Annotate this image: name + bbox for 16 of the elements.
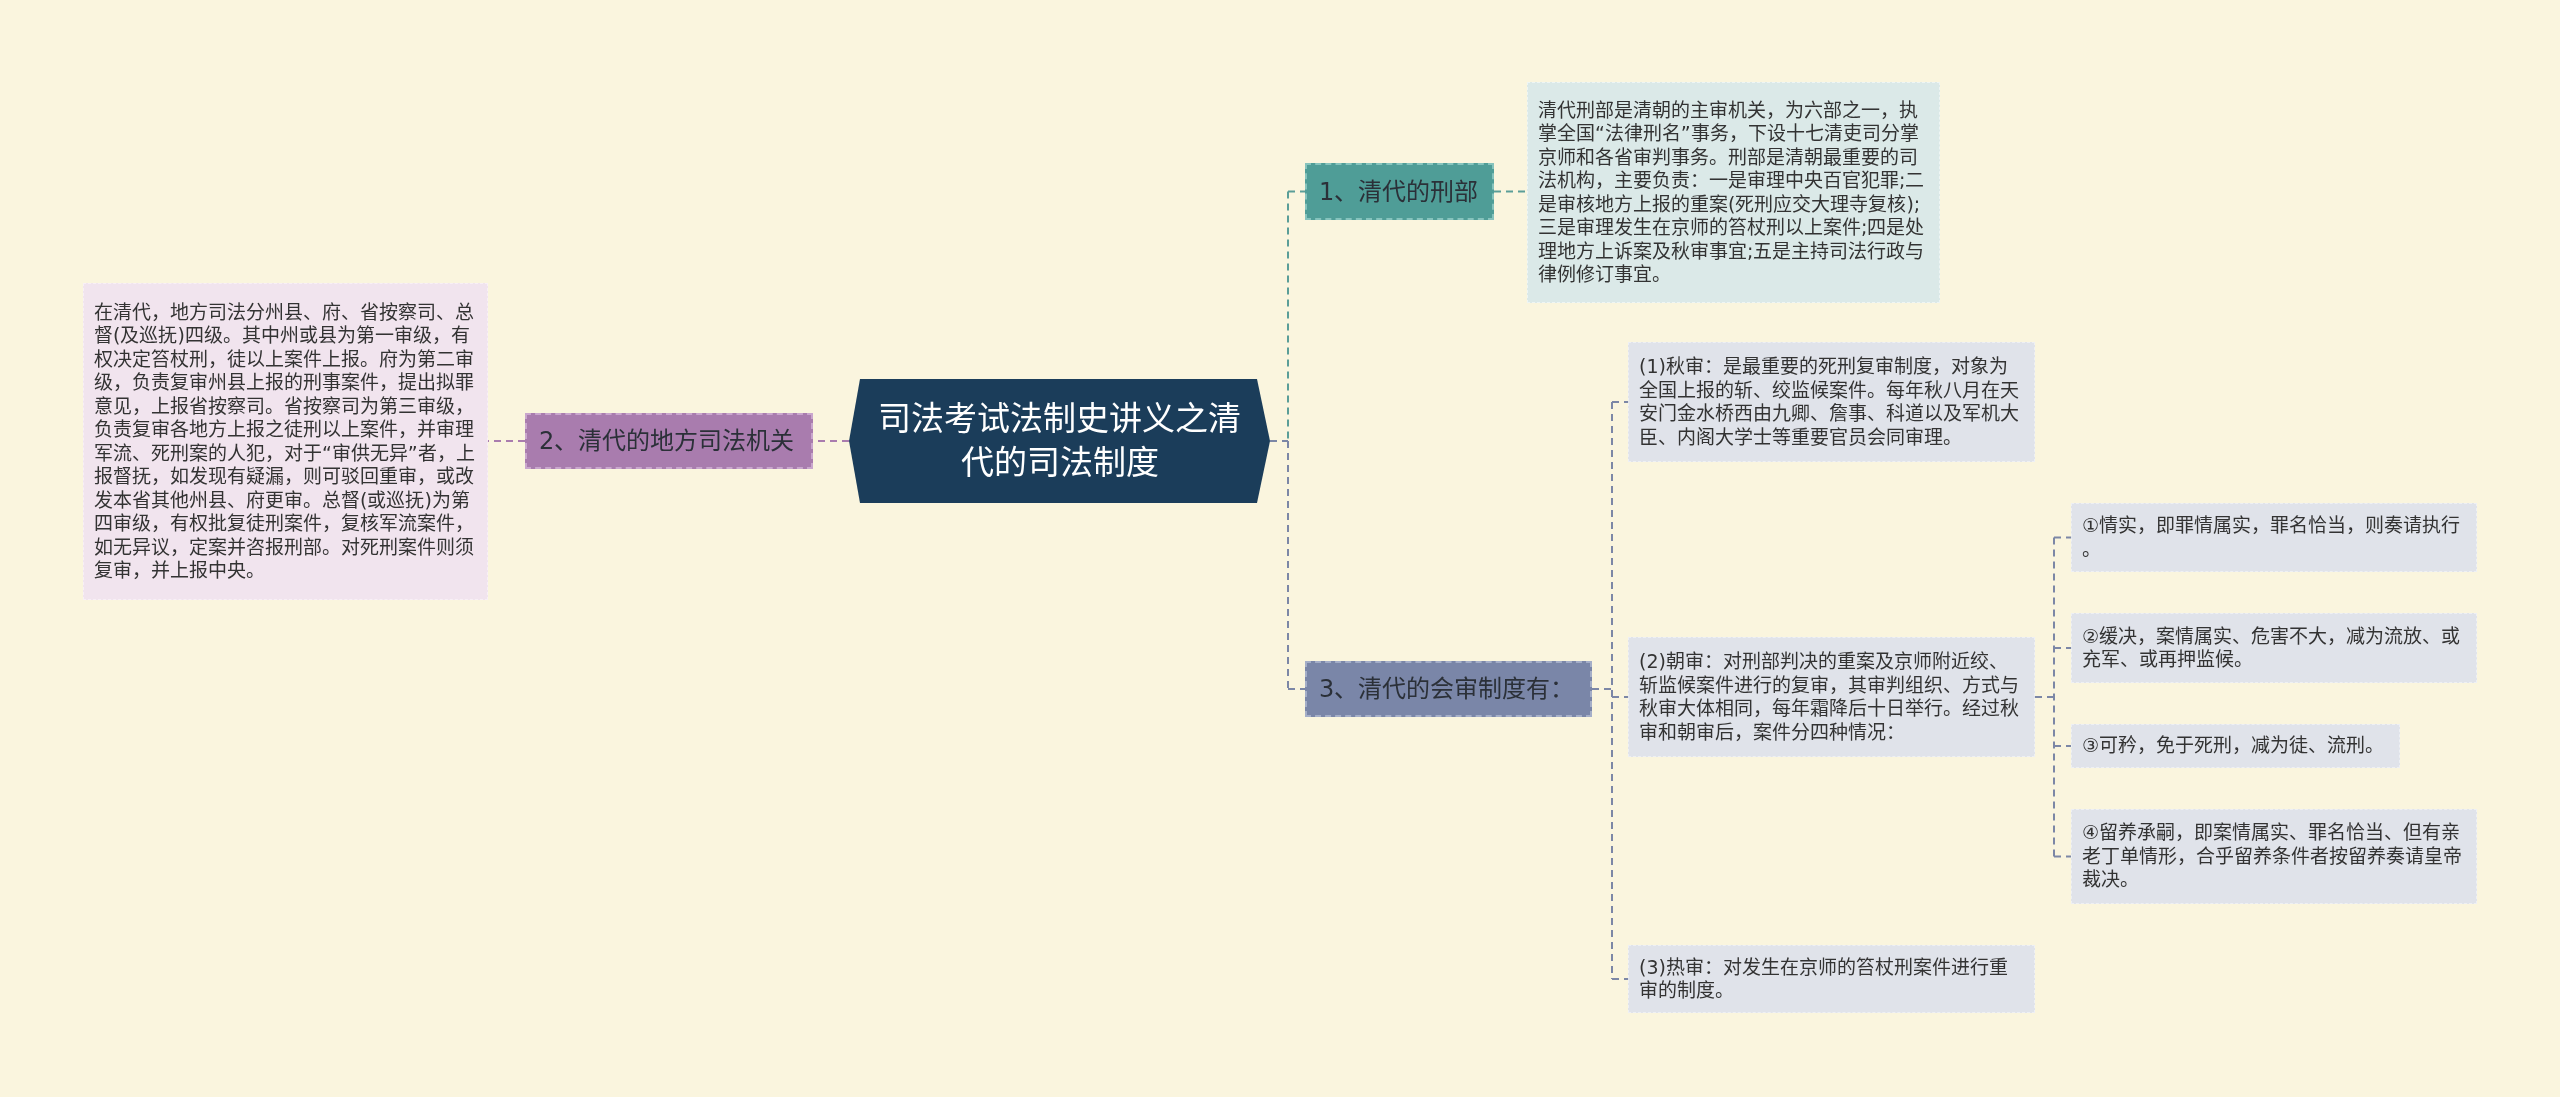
note-box: ①情实，即罪情属实，罪名恰当，则奏请执行。 — [2071, 503, 2477, 572]
branch-box: 2、清代的地方司法机关 — [525, 413, 813, 469]
note-box: ③可矜，免于死刑，减为徒、流刑。 — [2071, 724, 2400, 768]
note-box: (2)朝审：对刑部判决的重案及京师附近绞、斩监候案件进行的复审，其审判组织、方式与秋审大体相同，每年霜降后十日举行。经过秋审和朝审后，案件分四种情况： — [1628, 637, 2035, 757]
note-box: ④留养承嗣，即案情属实、罪名恰当、但有亲老丁单情形，合乎留养条件者按留养奏请皇帝裁决。 — [2071, 809, 2477, 904]
note-box: 在清代，地方司法分州县、府、省按察司、总督(及巡抚)四级。其中州或县为第一审级，有权决定笞杖刑，徒以上案件上报。府为第二审级，负责复审州县上报的刑事案件，提出拟罪意见，上报省按察司。省按察司为第三审级，负责复审各地方上报之徒刑以上案件，并审理军流、死刑案的人犯，对于“审供无异”者，上报督抚，如发现有疑漏，则可驳回重审，或改发本省其他州县、府更审。总督(或巡抚)为第四审级，有权批复徒刑案件，复核军流案件，如无异议，定案并咨报刑部。对死刑案件则须复审，并上报中央。 — [83, 283, 488, 600]
branch-box: 1、清代的刑部 — [1305, 163, 1494, 220]
connector-line — [1269, 440, 1306, 690]
note-box: (1)秋审：是最重要的死刑复审制度，对象为全国上报的斩、绞监候案件。每年秋八月在天安门金水桥西由九卿、詹事、科道以及军机大臣、内阁大学士等重要官员会同审理。 — [1628, 342, 2035, 462]
connector-line — [2034, 536, 2072, 858]
note-box: 清代刑部是清朝的主审机关，为六部之一，执掌全国“法律刑名”事务，下设十七清吏司分掌京师和各省审判事务。刑部是清朝最重要的司法机构，主要负责：一是审理中央百官犯罪;二是审核地方上报的重案(死刑应交大理寺复核);三是审理发生在京师的笞杖刑以上案件;四是处理地方上诉案及秋审事宜;五是主持司法行政与律例修订事宜。 — [1527, 82, 1940, 303]
connector-line — [1591, 401, 1629, 980]
note-box: ②缓决，案情属实、危害不大，减为流放、或充军、或再押监候。 — [2071, 613, 2477, 683]
branch-box: 3、清代的会审制度有： — [1305, 661, 1592, 717]
note-box: (3)热审：对发生在京师的笞杖刑案件进行重审的制度。 — [1628, 945, 2035, 1013]
connector-line — [1493, 190, 1528, 193]
